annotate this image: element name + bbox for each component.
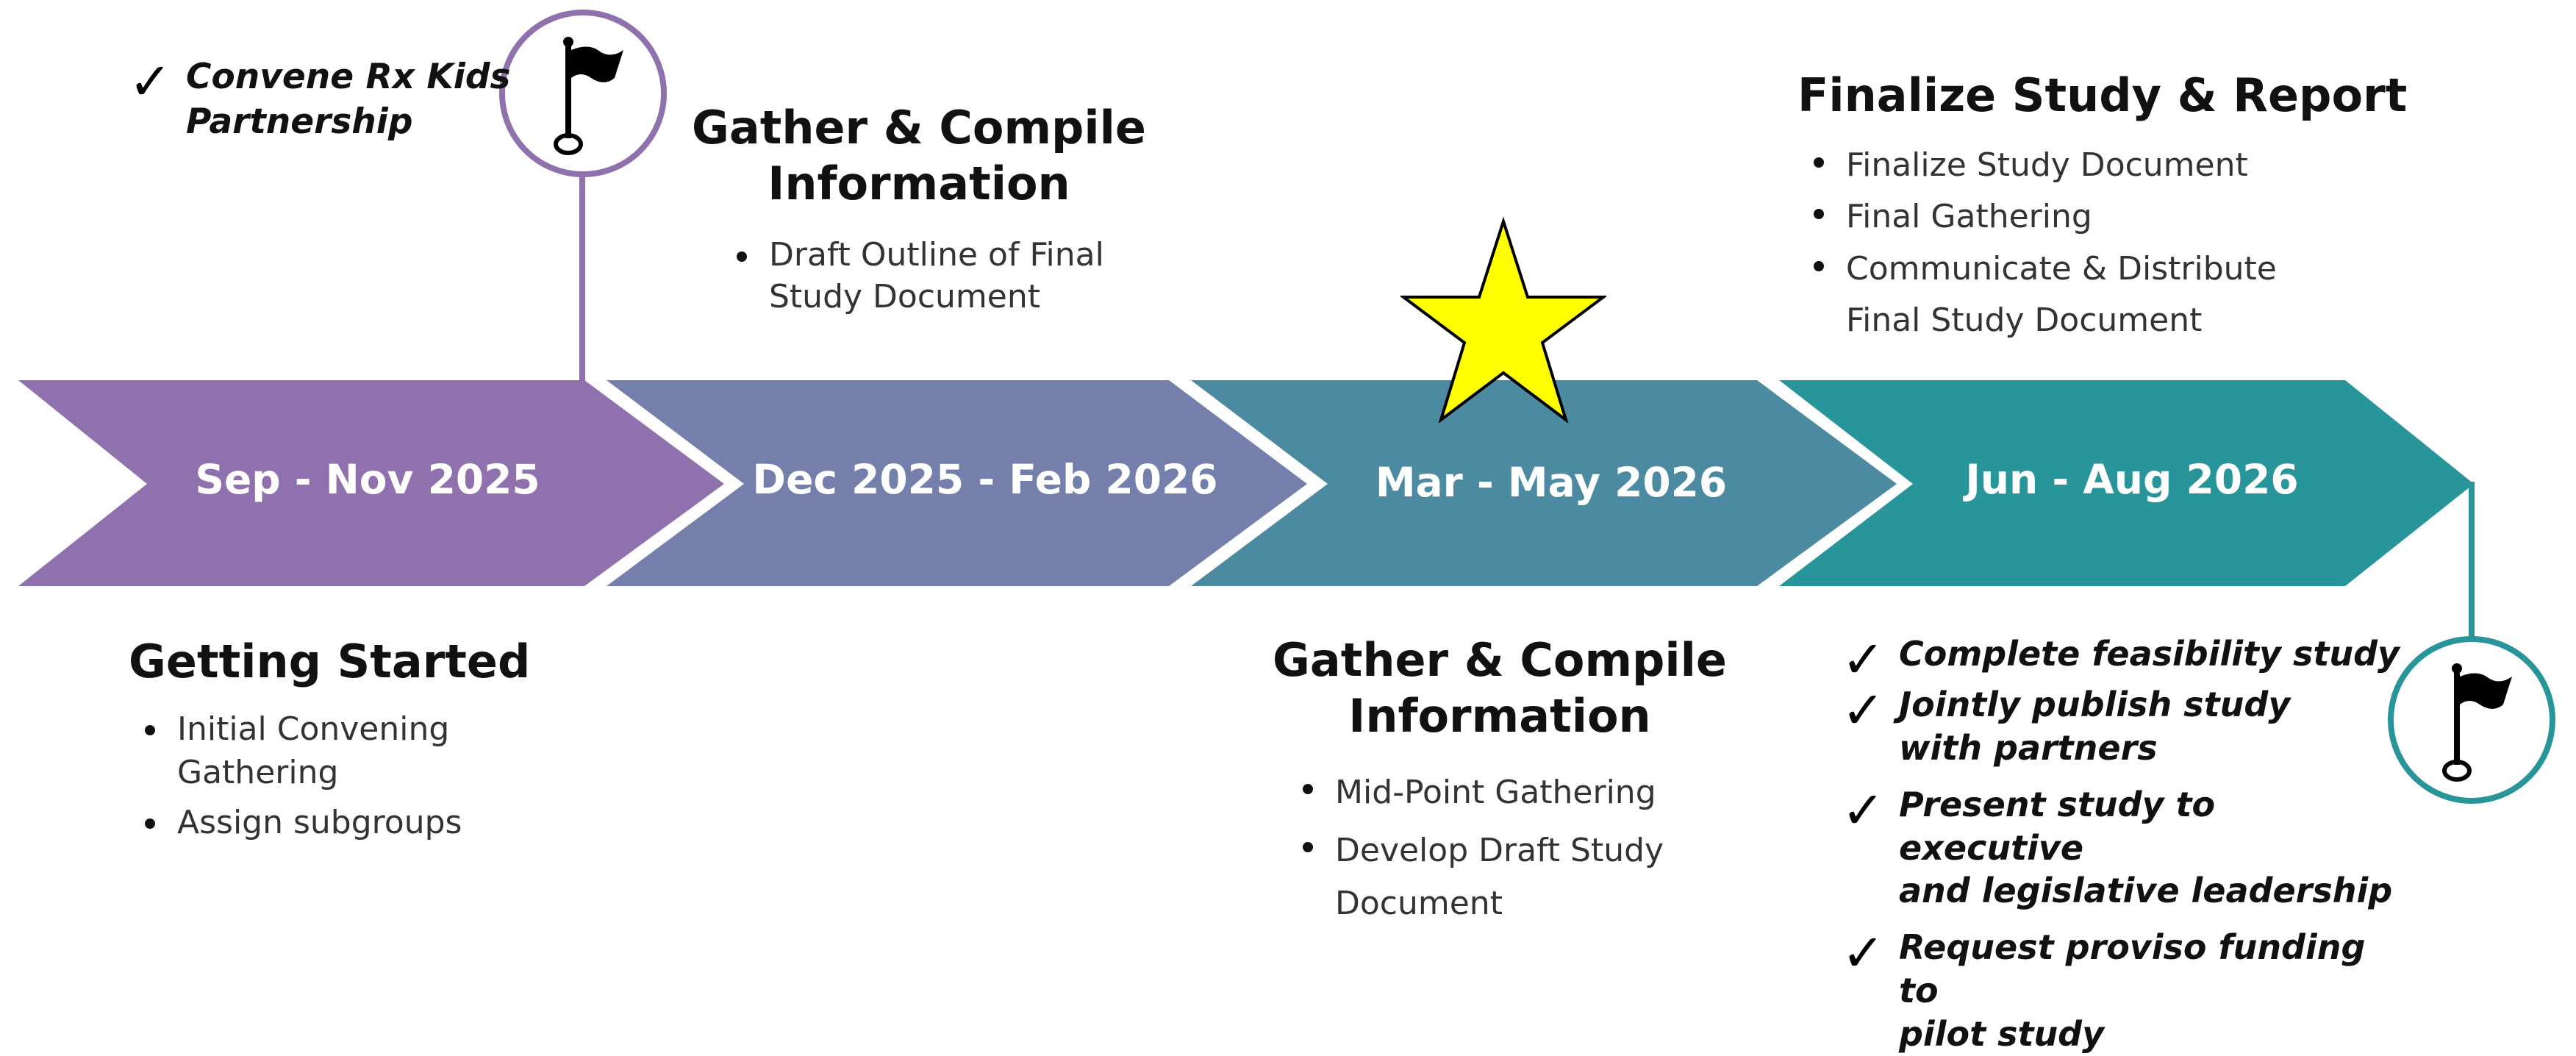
gather-compile-list-top: Draft Outline of Final Study Document	[728, 234, 1184, 324]
getting-started-title: Getting Started	[129, 635, 531, 688]
end-milestone-flag	[2388, 636, 2555, 804]
phase-arrow-mar-may	[1191, 380, 1897, 586]
phase-label-sep-nov: Sep - Nov 2025	[195, 456, 540, 503]
finalize-list: Finalize Study Document Final Gathering …	[1805, 140, 2305, 347]
star-icon	[1400, 217, 1606, 423]
phase-arrow-jun-aug	[1779, 380, 2474, 586]
bullet-item: Initial Convening Gathering	[136, 707, 548, 795]
phase-label-dec-feb: Dec 2025 - Feb 2026	[752, 456, 1218, 503]
check-icon: ✓	[1842, 923, 1885, 984]
bullet-item: Mid-Point Gathering	[1294, 766, 1750, 818]
getting-started-list: Initial Convening Gathering Assign subgr…	[136, 707, 548, 850]
bullet-item: Finalize Study Document	[1805, 140, 2305, 191]
check-icon: ✓	[1842, 779, 1885, 841]
finalize-title: Finalize Study & Report	[1797, 68, 2408, 122]
flag-icon	[2442, 663, 2512, 782]
checklist-item: ✓Jointly publish study with partners	[1842, 679, 2291, 768]
gather-compile-list-bottom: Mid-Point Gathering Develop Draft Study …	[1294, 766, 1750, 935]
start-milestone-list: ✓Convene Rx Kids Partnership	[129, 54, 511, 157]
phase-label-mar-may: Mar - May 2026	[1375, 459, 1728, 506]
timeline-arrows	[18, 176, 2475, 640]
bullet-item: Final Gathering	[1805, 191, 2305, 243]
bullet-item: Develop Draft Study Document	[1294, 824, 1750, 930]
bullet-item: Communicate & Distribute Final Study Doc…	[1805, 243, 2305, 347]
checklist-item: ✓Request proviso funding to pilot study	[1842, 923, 2366, 1054]
end-milestone-list: ✓Complete feasibility study ✓Jointly pub…	[1842, 632, 2400, 1056]
gather-compile-title-top: Gather & Compile Information	[691, 101, 1146, 210]
phase-arrow-dec-feb	[607, 380, 1307, 586]
check-icon: ✓	[129, 51, 172, 112]
bullet-item: Assign subgroups	[136, 801, 548, 844]
phase-label-jun-aug: Jun - Aug 2026	[1965, 456, 2299, 503]
checklist-item: ✓Present study to executive and legislat…	[1842, 779, 2393, 911]
phase-arrow-sep-nov	[18, 380, 724, 586]
start-milestone-flag	[499, 10, 667, 177]
check-icon: ✓	[1842, 679, 1885, 741]
checklist-item: ✓Complete feasibility study	[1842, 629, 2400, 690]
check-icon: ✓	[1842, 629, 1885, 690]
gather-compile-title-bottom: Gather & Compile Information	[1272, 633, 1727, 743]
flag-icon	[554, 37, 623, 155]
checklist-item: ✓Convene Rx Kids Partnership	[129, 51, 511, 143]
bullet-item: Draft Outline of Final Study Document	[728, 234, 1184, 318]
